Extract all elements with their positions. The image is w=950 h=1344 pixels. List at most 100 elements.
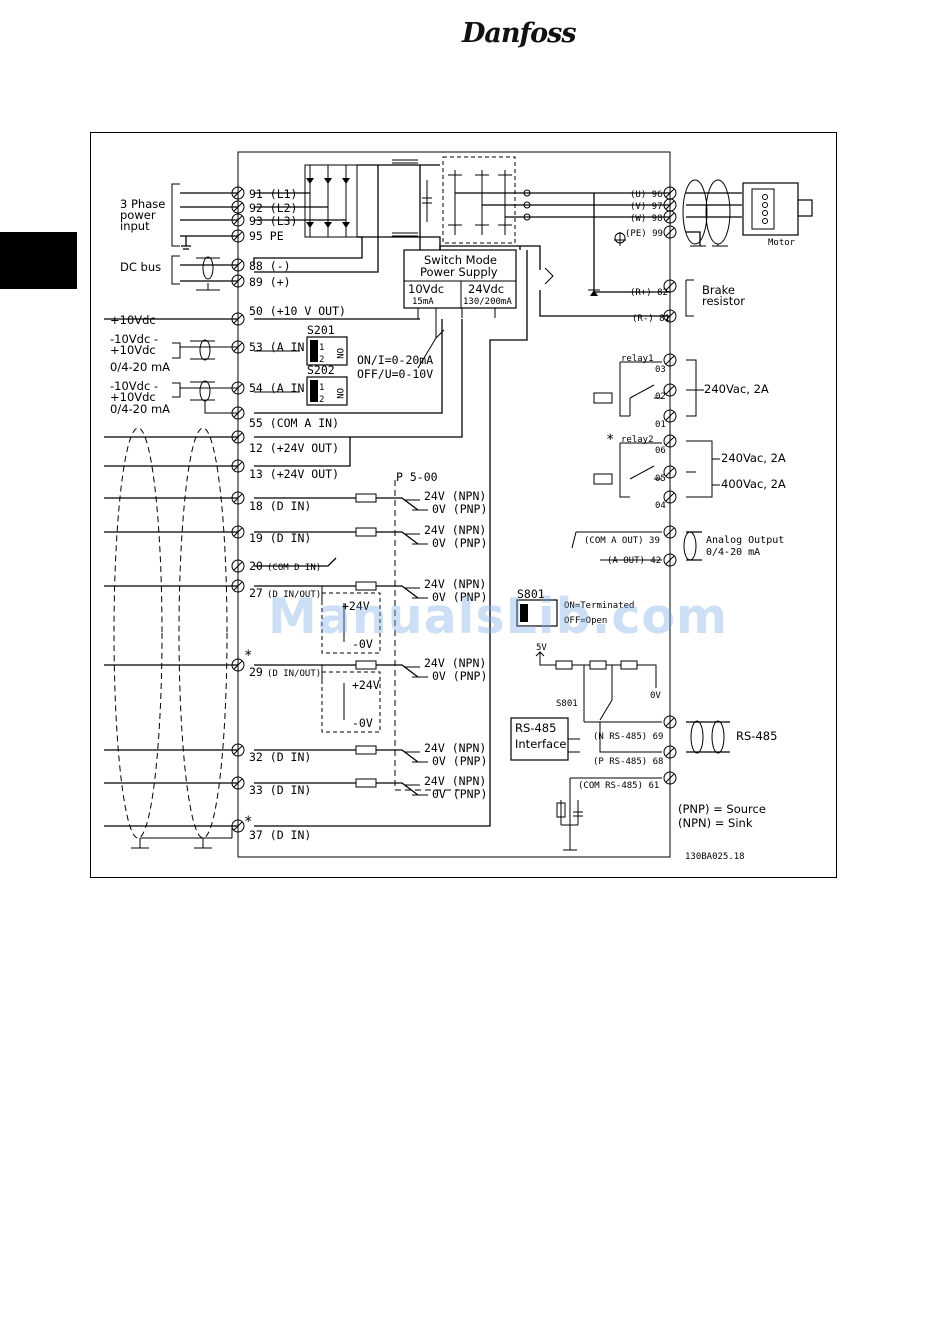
terminal-screw-slot bbox=[665, 492, 675, 502]
terminal-screw bbox=[663, 434, 677, 448]
terminal-label: 55 (COM A IN) bbox=[249, 416, 339, 430]
drawing-code: 130BA025.18 bbox=[685, 852, 745, 862]
pnp-label: 0V (PNP) bbox=[432, 590, 487, 604]
din-resistor bbox=[355, 527, 377, 537]
v5-label: 5V bbox=[536, 643, 547, 653]
terminal-sublabel: (D IN/OUT) bbox=[267, 590, 321, 600]
rs485-term: (P RS-485) 68 bbox=[593, 757, 663, 767]
din-resistor bbox=[355, 581, 377, 591]
switch-pos: 1 bbox=[319, 343, 324, 353]
motor-box bbox=[742, 182, 799, 236]
terminal-screw bbox=[663, 409, 677, 423]
terminal-screw bbox=[663, 465, 677, 479]
terminal-label: 37 (D IN) bbox=[249, 828, 311, 842]
din-wire bbox=[254, 531, 419, 545]
smps-v1: 10Vdc bbox=[408, 282, 444, 296]
terminal-screw-slot bbox=[665, 555, 675, 565]
terminal-screw bbox=[663, 525, 677, 539]
three-phase-label: input bbox=[120, 219, 150, 233]
rs485-interface bbox=[510, 717, 569, 761]
smps-title: Power Supply bbox=[420, 265, 498, 279]
analog-label: Analog Output bbox=[706, 535, 784, 546]
terminal-label: 93 (L3) bbox=[249, 214, 297, 228]
terminal-label: 95 PE bbox=[249, 229, 284, 243]
npn-label: 24V (NPN) bbox=[424, 577, 486, 591]
three-phase-label: power bbox=[120, 208, 156, 222]
relay-term: 02 bbox=[655, 392, 666, 402]
terminal-screw bbox=[663, 490, 677, 504]
smps-i1: 15mA bbox=[412, 297, 434, 307]
terminal-label: 89 (+) bbox=[249, 275, 291, 289]
legend-pnp: (PNP) = Source bbox=[678, 802, 766, 816]
analog-term: (A OUT) 42 bbox=[607, 556, 661, 566]
in53-label: +10Vdc bbox=[110, 343, 156, 357]
terminal-screw-slot bbox=[665, 281, 675, 291]
terminal-screw-slot bbox=[665, 385, 675, 395]
terminal-screw bbox=[663, 353, 677, 367]
terminal-screw-slot bbox=[665, 227, 675, 237]
terminal-label: 12 (+24V OUT) bbox=[249, 441, 339, 455]
pnp-label: 0V (PNP) bbox=[432, 669, 487, 683]
terminal-label: 29 bbox=[249, 665, 263, 679]
terminal-label: 27 bbox=[249, 586, 263, 600]
terminal-label: 32 (D IN) bbox=[249, 750, 311, 764]
brake-label: resistor bbox=[702, 294, 745, 308]
star-mark: * bbox=[244, 648, 252, 664]
terminal-label: 19 (D IN) bbox=[249, 531, 311, 545]
s801-label: S801 bbox=[517, 587, 545, 601]
terminal-screw bbox=[663, 745, 677, 759]
din-resistor bbox=[355, 493, 377, 503]
diagram-frame bbox=[90, 132, 837, 878]
relay-rating: 240Vac, 2A bbox=[704, 382, 769, 396]
pnp-label: 0V (PNP) bbox=[432, 536, 487, 550]
param-label: P 5-00 bbox=[396, 470, 438, 484]
in54-label: 0/4-20 mA bbox=[110, 402, 170, 416]
terminal-screw-slot bbox=[665, 436, 675, 446]
star-mark: * bbox=[606, 432, 614, 448]
switch-contact bbox=[404, 533, 428, 545]
p24-label: +24V bbox=[342, 599, 370, 613]
switch-pos: 2 bbox=[319, 395, 324, 405]
switch-pos: 1 bbox=[319, 383, 324, 393]
relay-term: 06 bbox=[655, 446, 666, 456]
danfoss-logo: Danfoss bbox=[462, 18, 577, 49]
relay-term: 05 bbox=[655, 474, 666, 484]
rs485-label: RS-485 bbox=[736, 729, 777, 743]
analog-term: (COM A OUT) 39 bbox=[584, 536, 660, 546]
terminal-screw bbox=[663, 771, 677, 785]
s801-text: OFF=Open bbox=[564, 616, 607, 626]
switch-contact bbox=[404, 751, 428, 763]
three-phase-label: 3 Phase bbox=[120, 197, 165, 211]
npn-label: 24V (NPN) bbox=[424, 656, 486, 670]
switch-contact bbox=[404, 499, 428, 511]
terminal-label: 33 (D IN) bbox=[249, 783, 311, 797]
terminal-label: 13 (+24V OUT) bbox=[249, 467, 339, 481]
terminal-sublabel: (D IN/OUT) bbox=[267, 669, 321, 679]
switch-pos: 2 bbox=[319, 355, 324, 365]
din-resistor bbox=[355, 745, 377, 755]
section-tab bbox=[0, 232, 77, 289]
npn-label: 24V (NPN) bbox=[424, 741, 486, 755]
terminal-sublabel: (COM D IN) bbox=[267, 563, 321, 573]
terminal-screw-slot bbox=[665, 355, 675, 365]
npn-label: 24V (NPN) bbox=[424, 489, 486, 503]
smps-v2: 24Vdc bbox=[468, 282, 504, 296]
s202-label: S202 bbox=[307, 363, 335, 377]
motor-term: (PE) 99 bbox=[625, 229, 663, 239]
terminal-screw-slot bbox=[233, 561, 243, 571]
rs485-box-label: RS-485 bbox=[515, 721, 556, 735]
din-wire bbox=[254, 497, 419, 511]
rs485-term: (COM RS-485) 61 bbox=[578, 781, 659, 791]
switch-contact bbox=[404, 587, 428, 599]
terminal-screw-slot bbox=[665, 717, 675, 727]
smps-i2: 130/200mA bbox=[463, 297, 512, 307]
relay-term: 04 bbox=[655, 501, 666, 511]
switch-on-desc: ON/I=0-20mA bbox=[357, 353, 433, 367]
s801-ref: S801 bbox=[556, 699, 578, 709]
pnp-label: 0V (PNP) bbox=[432, 787, 487, 801]
m0v-label: -0V bbox=[352, 716, 373, 730]
din-wire bbox=[254, 782, 419, 796]
motor-term: (U) 96 bbox=[630, 190, 663, 200]
din-wire bbox=[254, 664, 419, 678]
